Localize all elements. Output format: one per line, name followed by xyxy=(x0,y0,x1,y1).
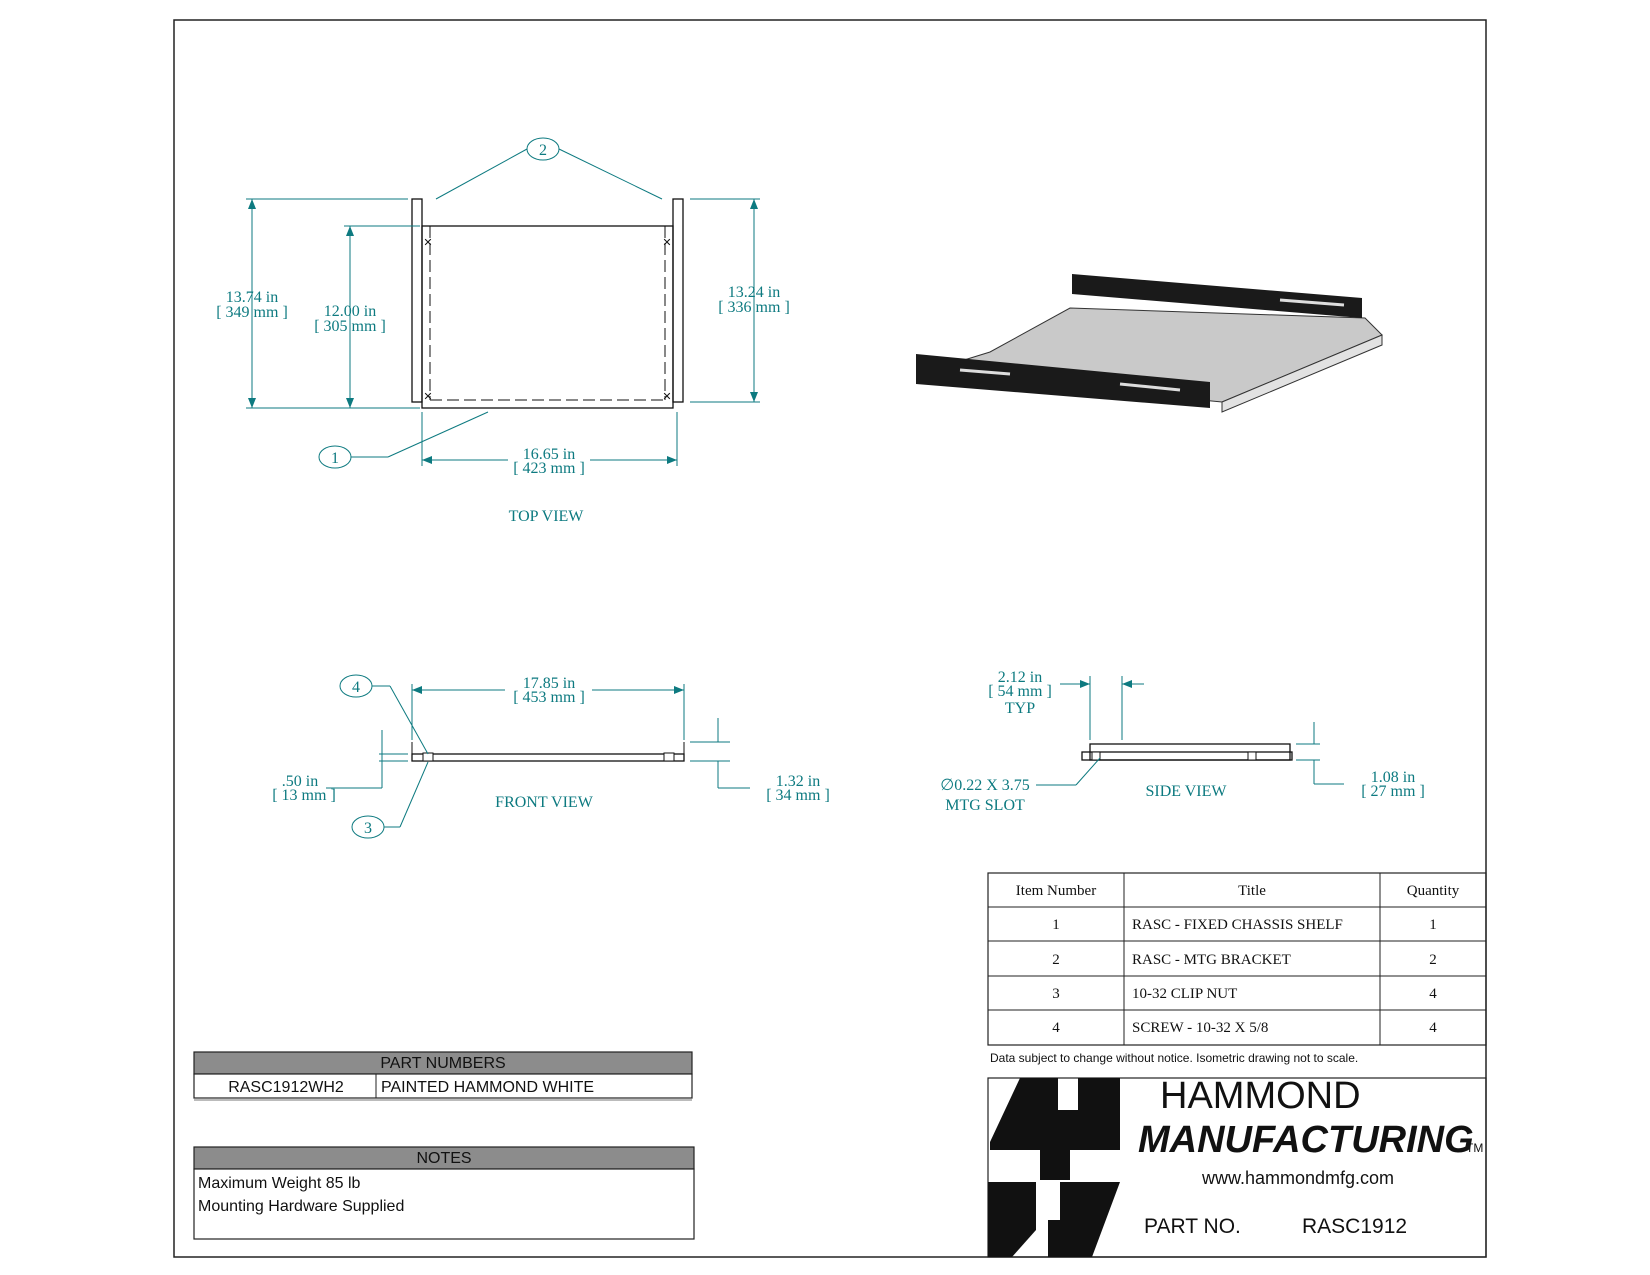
clip-nut-icon xyxy=(422,752,434,762)
bom-cell: SCREW - 10-32 X 5/8 xyxy=(1132,1020,1268,1036)
company-url: www.hammondmfg.com xyxy=(1201,1168,1394,1188)
dim-front-right-mm: [ 34 mm ] xyxy=(766,787,830,804)
clip-nut-icon: ✕ xyxy=(423,391,432,403)
dim-side-typ-mm: [ 54 mm ] xyxy=(988,683,1052,700)
clip-nut-icon xyxy=(1091,751,1101,761)
iso-shelf-edge xyxy=(1221,334,1383,413)
clip-nut-icon xyxy=(663,752,675,762)
dim-top-height-right-mm: [ 336 mm ] xyxy=(718,299,790,316)
top-right-bracket xyxy=(672,198,684,403)
part-numbers-header: PART NUMBERS xyxy=(380,1055,505,1072)
bom-cell: 1 xyxy=(1052,917,1060,933)
company-name-line2: MANUFACTURING xyxy=(1138,1119,1474,1161)
dim-side-slot: ∅0.22 X 3.75 xyxy=(940,777,1030,794)
part-description: PAINTED HAMMOND WHITE xyxy=(381,1079,594,1096)
dim-side-right: 1.08 in xyxy=(1371,769,1415,786)
bom-cell: 10-32 CLIP NUT xyxy=(1132,986,1237,1002)
dim-side-typ: 2.12 in xyxy=(998,669,1042,686)
part-no-label: PART NO. xyxy=(1144,1215,1241,1238)
dim-top-height-overall: 13.74 in xyxy=(226,289,278,306)
bom-table: Item Number Title Quantity 1 RASC - FIXE… xyxy=(987,872,1487,1046)
hammond-logo xyxy=(988,1078,1120,1257)
isometric-view xyxy=(916,274,1383,413)
dim-top-height-inner-mm: [ 305 mm ] xyxy=(314,318,386,335)
top-view: ✕ ✕ ✕ ✕ 13.74 in [ 349 mm ] 12.00 in [ 3… xyxy=(216,137,790,525)
sheet-border xyxy=(173,19,1487,1258)
iso-back-bracket xyxy=(1072,274,1362,318)
dim-side-typ-note: TYP xyxy=(1005,700,1035,717)
part-no-value: RASC1912 xyxy=(1302,1215,1407,1238)
dim-top-width-mm: [ 423 mm ] xyxy=(513,460,585,477)
bom-cell: 1 xyxy=(1429,917,1437,933)
notes-header: NOTES xyxy=(416,1150,471,1167)
title-block: HAMMOND MANUFACTURING TM www.hammondmfg.… xyxy=(987,1075,1487,1258)
bom-header-qty: Quantity xyxy=(1407,883,1460,899)
dim-front-width-mm: [ 453 mm ] xyxy=(513,689,585,706)
top-left-bracket xyxy=(411,198,423,403)
balloon-2-label: 2 xyxy=(539,142,547,159)
disclaimer: Data subject to change without notice. I… xyxy=(990,1051,1358,1065)
dim-front-left-mm: [ 13 mm ] xyxy=(272,787,336,804)
clip-nut-icon: ✕ xyxy=(423,237,432,249)
balloon-1-label: 1 xyxy=(331,450,339,467)
bom-header-item: Item Number xyxy=(1016,883,1096,899)
front-view: 17.85 in [ 453 mm ] .50 in [ 13 mm ] 1.3… xyxy=(272,674,830,839)
bom-cell: 3 xyxy=(1052,986,1060,1002)
bom-cell: RASC - MTG BRACKET xyxy=(1132,952,1291,968)
balloon-4-label: 4 xyxy=(352,679,360,696)
dim-side-right-mm: [ 27 mm ] xyxy=(1361,783,1425,800)
company-name-line1: HAMMOND xyxy=(1160,1075,1361,1117)
part-numbers-table: PART NUMBERS RASC1912WH2 PAINTED HAMMOND… xyxy=(193,1051,693,1101)
trademark: TM xyxy=(1466,1141,1483,1155)
front-shelf xyxy=(411,753,685,762)
notes-table: NOTES Maximum Weight 85 lb Mounting Hard… xyxy=(193,1146,695,1240)
bom-cell: 4 xyxy=(1429,986,1437,1002)
dim-front-left: .50 in xyxy=(282,773,318,790)
dim-front-width: 17.85 in xyxy=(523,675,575,692)
note-line: Maximum Weight 85 lb xyxy=(198,1175,361,1192)
bom-header-title: Title xyxy=(1238,883,1266,899)
bom-cell: 2 xyxy=(1052,952,1060,968)
top-shelf xyxy=(421,225,674,409)
bom-cell: 4 xyxy=(1052,1020,1060,1036)
note-line: Mounting Hardware Supplied xyxy=(198,1198,404,1215)
side-view: 2.12 in [ 54 mm ] TYP ∅0.22 X 3.75 MTG S… xyxy=(940,669,1425,814)
dim-side-slot-label: MTG SLOT xyxy=(945,797,1025,814)
iso-front-bracket xyxy=(916,354,1210,408)
dim-front-right: 1.32 in xyxy=(776,773,820,790)
bom-cell: 2 xyxy=(1429,952,1437,968)
view-label-front: FRONT VIEW xyxy=(495,794,594,811)
dim-top-width: 16.65 in xyxy=(523,446,575,463)
clip-nut-icon xyxy=(1247,751,1257,761)
bom-cell: 4 xyxy=(1429,1020,1437,1036)
balloon-3-label: 3 xyxy=(364,820,372,837)
dim-top-height-right: 13.24 in xyxy=(728,284,780,301)
clip-nut-icon: ✕ xyxy=(662,391,671,403)
view-label-side: SIDE VIEW xyxy=(1145,783,1227,800)
part-number: RASC1912WH2 xyxy=(228,1079,344,1096)
dim-top-height-overall-mm: [ 349 mm ] xyxy=(216,304,288,321)
view-label-top: TOP VIEW xyxy=(509,508,585,525)
bom-cell: RASC - FIXED CHASSIS SHELF xyxy=(1132,917,1343,933)
dim-top-height-inner: 12.00 in xyxy=(324,303,376,320)
side-shelf xyxy=(1081,751,1293,761)
clip-nut-icon: ✕ xyxy=(662,237,671,249)
